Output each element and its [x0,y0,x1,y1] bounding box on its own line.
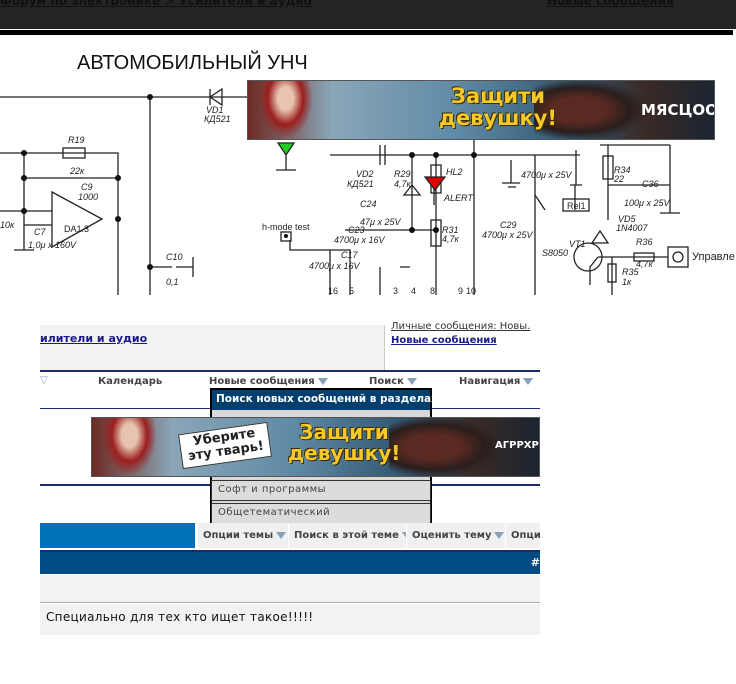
ad-slogan-line2: девушку! [288,441,401,465]
ad-girl-image [258,81,313,139]
post-header-bar: # [40,552,540,574]
schematic-label: S8050 [542,248,568,258]
schematic-label: 0,1 [166,277,179,287]
schematic-label: R36 [636,237,653,247]
schematic-label: VD1 [206,105,224,115]
schematic-title: АВТОМОБИЛЬНЫЙ УНЧ [77,50,308,74]
post-number[interactable]: # [530,556,540,569]
schematic-label: Управле [692,251,735,263]
schematic-label: 10 [466,286,476,295]
nav-new-posts[interactable]: Новые сообщения [209,376,328,387]
schematic-label: 16 [328,286,338,295]
ad-monster-image [389,418,499,476]
schematic-label: 8 [430,286,435,295]
schematic-label: C24 [360,199,377,209]
schematic-label: R31 [442,225,459,235]
schematic-label: 4700μ x 25V [521,170,572,180]
schematic-label: 4700μ x 25V [482,230,533,240]
schematic-label: R34 [614,165,631,175]
schematic-label: 1N4007 [616,223,649,233]
schematic-label: C7 [34,227,46,237]
banner-ad-top[interactable]: Защити девушку! МЯСЦОО! [247,80,715,140]
rate-thread-button[interactable]: Оценить тему [406,523,510,548]
schematic-label: КД521 [204,114,231,124]
schematic-label: C23 [348,225,365,235]
nav-search[interactable]: Поиск [369,376,417,387]
ad-shout: МЯСЦОО! [641,101,714,119]
breadcrumb-link[interactable]: Форум по электронике > Усилители и аудио [0,0,312,8]
schematic-label: C9 [81,182,93,192]
schematic-label: R35 [622,267,640,277]
ad-monster-image [534,81,644,139]
schematic-label: 3 [393,286,398,295]
schematic-label: 1к [622,277,632,287]
dropdown-item[interactable]: Общетематический [211,503,431,524]
schematic-label: C36 [642,179,659,189]
new-posts-link-forum[interactable]: Новые сообщения [391,335,497,346]
chevron-down-icon [494,531,505,539]
schematic-label: 1000 [78,192,98,202]
chevron-down-icon [317,377,328,385]
chevron-down-icon [523,377,534,385]
forum-breadcrumb-link[interactable]: илители и аудио [40,332,148,345]
chevron-down-icon [276,531,287,539]
schematic-label: DA1.3 [64,224,89,234]
new-posts-link[interactable]: Новые сообщения [547,0,674,8]
schematic-label: 4 [411,286,416,295]
schematic-label: R19 [68,135,85,145]
schematic-label: 4,7к [442,234,460,244]
ad-girl-image [102,418,157,476]
dropdown-header[interactable]: Поиск новых сообщений в разделах [212,390,438,410]
schematic-label: C10 [166,252,183,262]
schematic-label: ALERT [443,193,474,203]
divider [0,30,733,35]
schematic-label: 22к [69,166,85,176]
schematic-label: 4,7к [394,179,412,189]
schematic-label: C29 [500,220,517,230]
private-messages-link[interactable]: Личные сообщения: Новы. [391,321,531,332]
schematic-label: R29 [394,169,411,179]
schematic-label: HL2 [446,167,463,177]
schematic-label: h-mode test [262,222,310,232]
nav-arrow-icon[interactable]: ▽ [40,375,48,386]
display-options-button[interactable]: Опци [505,523,540,548]
schematic-label: 4,7к [636,259,654,269]
ad-slogan-line1: Защити [299,420,389,444]
schematic-label: 4700μ x 16V [309,261,360,271]
schematic-label: 9 [458,286,463,295]
dropdown-item[interactable]: Софт и программы [211,480,431,501]
ad-slogan-line1: Защити [451,84,545,108]
nav-navigation[interactable]: Навигация [459,376,534,387]
chevron-down-icon [406,377,417,385]
thread-bar-blue [40,523,195,548]
schematic-label: VT1 [569,239,586,249]
schematic-label: 22 [613,174,624,184]
ad-slogan-line2: девушку! [438,106,557,131]
schematic-label: 47μ x 25V [360,217,401,227]
nav-calendar[interactable]: Календарь [98,376,163,387]
search-thread-button[interactable]: Поиск в этой теме [288,523,417,548]
schematic-label: 5 [349,286,354,295]
ad-shout: АГРРХР! [495,440,540,451]
schematic-label: VD2 [356,169,374,179]
schematic-label: C17 [341,250,359,260]
schematic-label: Rel1 [567,201,586,211]
schematic-label: VD5 [618,214,637,224]
top-bar: Форум по электронике > Усилители и аудио… [0,0,736,29]
thread-options-button[interactable]: Опции темы [197,523,292,548]
schematic-label: 10к [0,220,15,230]
schematic-label: 4700μ x 16V [334,235,385,245]
schematic-label: КД521 [347,179,374,189]
schematic-label: 1,0μ x 160V [28,240,77,250]
schematic-label: 100μ x 25V [624,198,670,208]
post-body: Специально для тех кто ищет такое!!!!! [40,604,540,635]
